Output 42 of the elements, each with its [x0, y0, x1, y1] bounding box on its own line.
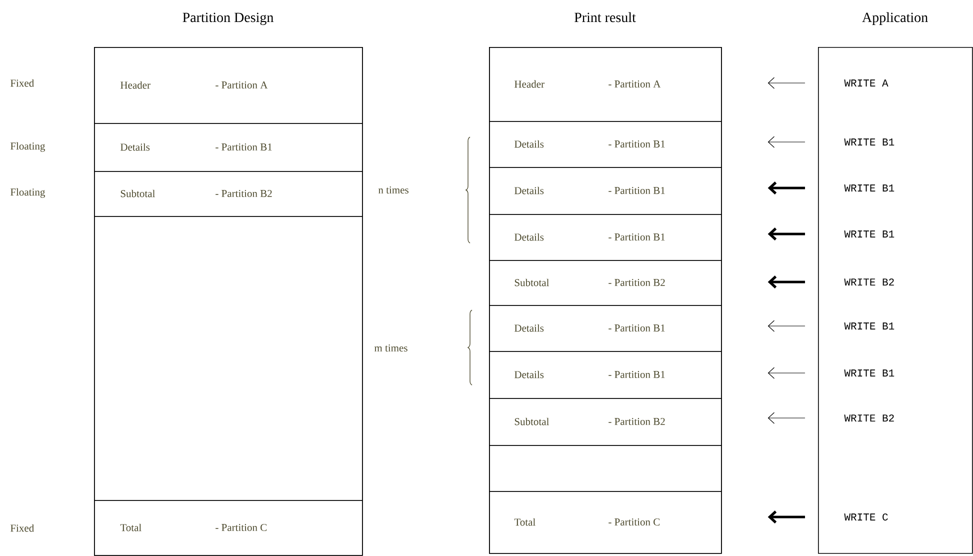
- arrow: [768, 136, 806, 148]
- partition-row: Subtotal - Partition B2: [489, 260, 722, 306]
- statement-text: WRITE A: [844, 80, 888, 86]
- statement-text: WRITE B1: [844, 184, 894, 192]
- empty-row: [489, 445, 722, 492]
- partition-row: Details - Partition B1: [489, 305, 722, 352]
- statement-text: WRITE B2: [844, 414, 894, 422]
- arrow: [768, 228, 806, 240]
- row-label: m times: [374, 344, 408, 352]
- arrow: [768, 182, 806, 194]
- statement-text: WRITE B1: [844, 322, 894, 330]
- row-label: n times: [378, 186, 408, 194]
- row-label: Fixed: [10, 524, 34, 532]
- partition-row: Details - Partition B1: [94, 123, 363, 172]
- empty-row: [94, 216, 363, 501]
- arrow: [768, 320, 806, 332]
- partition-row: Details - Partition B1: [489, 351, 722, 399]
- arrow: [768, 412, 806, 424]
- statement-text: WRITE B1: [844, 230, 894, 238]
- arrow: [768, 367, 806, 379]
- partition-row: Subtotal - Partition B2: [94, 171, 363, 217]
- partition-row: Header - Partition A: [489, 47, 722, 122]
- node-label: Application: [862, 12, 928, 25]
- arrow: [768, 276, 806, 288]
- partition-row: Details - Partition B1: [489, 214, 722, 261]
- row-label: Floating: [10, 188, 45, 198]
- statement-text: WRITE C: [844, 513, 888, 521]
- partition-row: Subtotal - Partition B2: [489, 398, 722, 446]
- statement-text: WRITE B1: [844, 138, 894, 146]
- partition-row: Details - Partition B1: [489, 121, 722, 168]
- statement-text: WRITE B1: [844, 370, 894, 376]
- row-label: Fixed: [10, 79, 34, 87]
- partition-row: Total - Partition C: [94, 500, 363, 556]
- node-label: Partition Design: [182, 12, 274, 26]
- partition-row: Header - Partition A: [94, 47, 363, 124]
- arrow: [768, 510, 806, 524]
- partition-row: Total - Partition C: [489, 491, 722, 554]
- statement-text: WRITE B2: [844, 278, 894, 286]
- row-label: Floating: [10, 142, 45, 152]
- arrow: [768, 77, 806, 89]
- partition-row: Details - Partition B1: [489, 167, 722, 215]
- node-label: Print result: [574, 12, 636, 22]
